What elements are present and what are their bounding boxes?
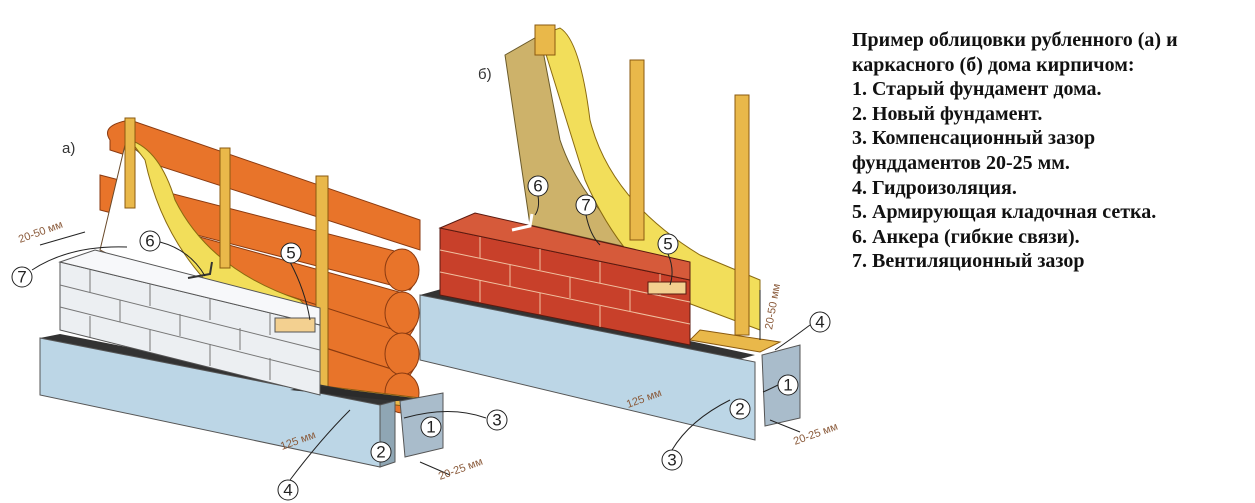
anchor-a (187, 261, 213, 279)
legend-title-line2: каркасного (б) дома кирпичом: (852, 53, 1135, 76)
callout-a-3: 3 (492, 411, 501, 430)
anchor-b (511, 213, 534, 232)
callout-b-4: 4 (815, 313, 824, 332)
legend-item: 4. Гидроизоляция. (852, 176, 1017, 199)
red-brick-cladding (438, 212, 691, 346)
leaders-a (31, 231, 487, 481)
callout-a-4: 4 (283, 481, 292, 500)
dim-gap-a: 20-50 мм (17, 219, 65, 246)
callouts-b (527, 175, 831, 471)
callout-b-2: 2 (735, 400, 744, 419)
leaders-b (534, 195, 811, 451)
callout-b-7: 7 (581, 196, 590, 215)
dim-found-gap-a: 20-25 мм (437, 456, 485, 483)
diagram-a: а) 20-50 мм 125 мм 20-25 мм 1 2 3 4 5 6 … (11, 117, 508, 501)
legend-item: 1. Старый фундамент дома. (852, 78, 1102, 101)
legend-item: 6. Анкера (гибкие связи). (852, 225, 1080, 248)
legend-item: 7. Вентиляционный зазор (852, 250, 1085, 273)
callout-b-5: 5 (663, 235, 672, 254)
wood-posts-b (534, 24, 782, 353)
dim-found-gap-b: 20-25 мм (792, 421, 840, 448)
diagram-b-label: б) (478, 66, 492, 83)
dim-gap-b: 20-50 мм (763, 283, 783, 331)
legend-item: 5. Армирующая кладочная сетка. (852, 201, 1157, 224)
callout-a-7: 7 (17, 268, 26, 287)
callout-a-5: 5 (286, 244, 295, 263)
legend-title-line1: Пример облицовки рубленного (а) и (852, 29, 1178, 51)
legend: Пример облицовки рубленного (а) и каркас… (852, 28, 1252, 274)
legend-item: фунддаментов 20-25 мм. (852, 151, 1070, 174)
white-brick-cladding (58, 249, 321, 396)
legend-item: 2. Новый фундамент. (852, 102, 1043, 125)
diagram-a-label: а) (62, 140, 75, 157)
callouts-a (11, 230, 508, 501)
diagram-b: б) 20-50 мм 125 мм 20-25 мм 1 2 3 4 5 6 … (419, 24, 840, 471)
callout-b-1: 1 (783, 376, 792, 395)
callout-b-6: 6 (533, 177, 542, 196)
callout-a-2: 2 (376, 443, 385, 462)
callout-a-1: 1 (426, 418, 435, 437)
legend-item: 3. Компенсационный зазор (852, 127, 1096, 150)
callout-a-6: 6 (145, 232, 154, 251)
callout-b-3: 3 (667, 451, 676, 470)
